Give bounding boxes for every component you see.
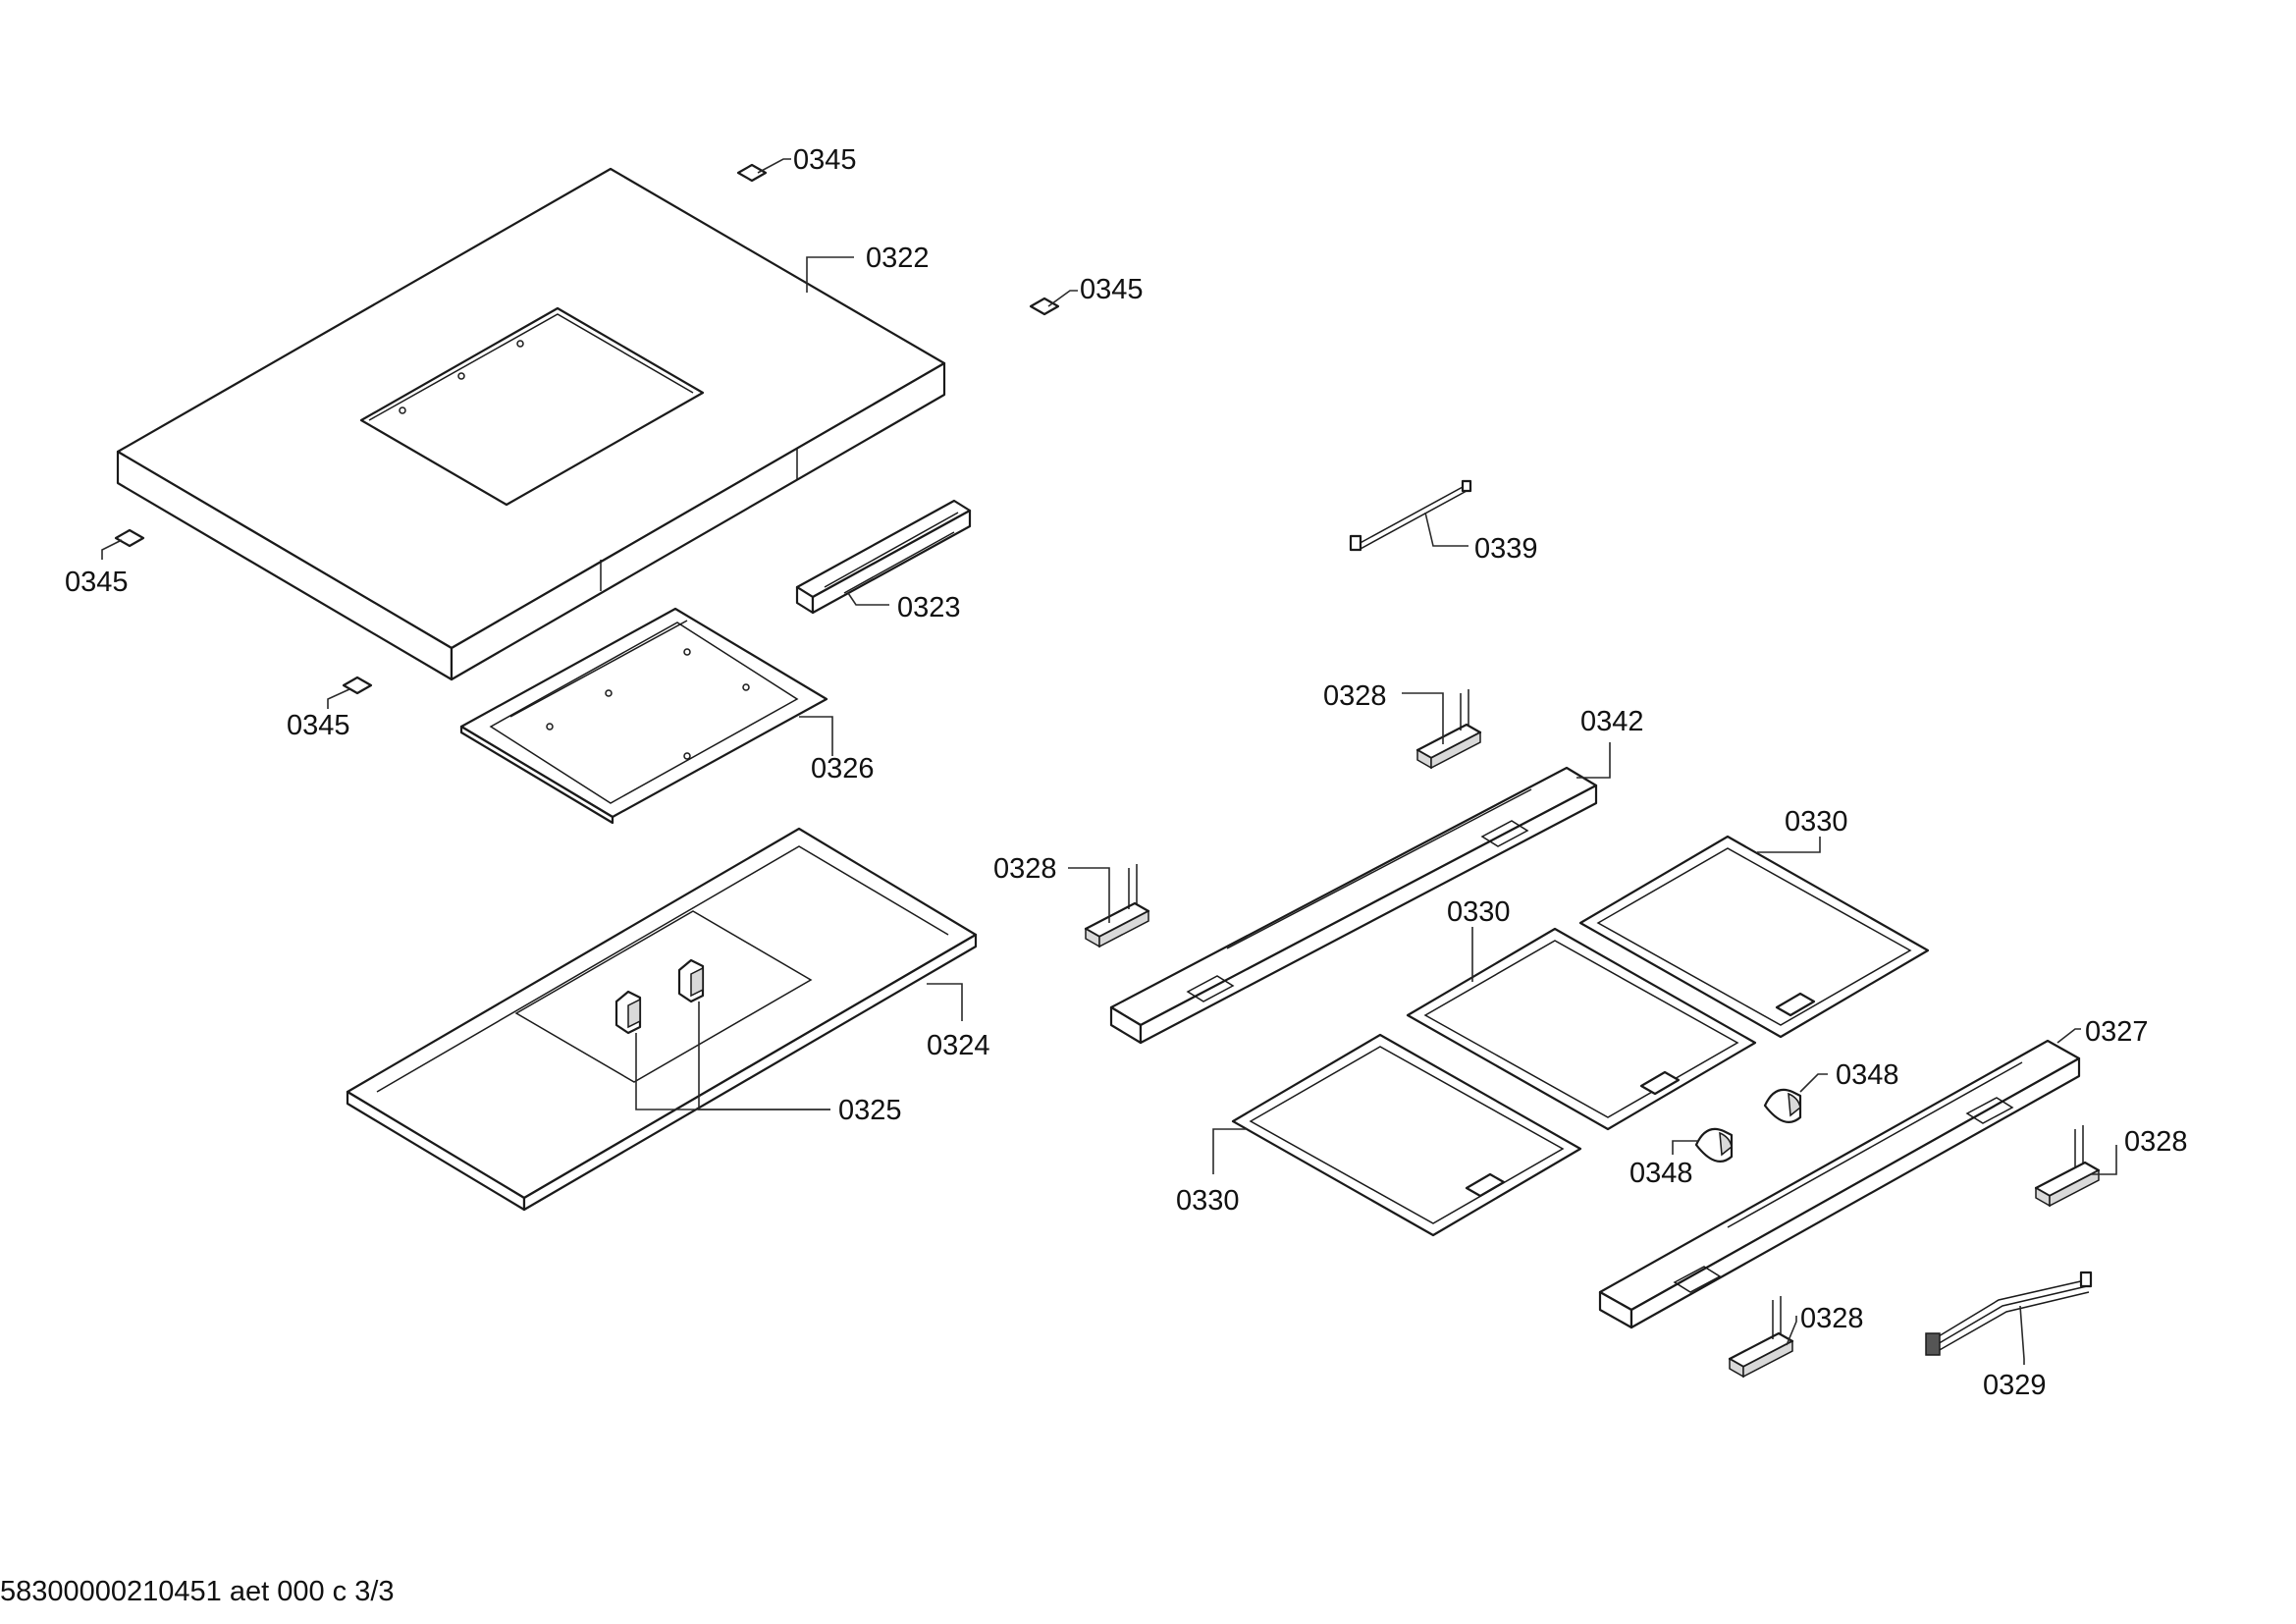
leader-0345-d bbox=[327, 688, 350, 709]
leader-0328-b bbox=[1068, 867, 1110, 923]
callout-0328-d: 0328 bbox=[1800, 1303, 1864, 1334]
part-0345-pad-b bbox=[1029, 297, 1060, 316]
part-0329-harness bbox=[1925, 1271, 2093, 1356]
callout-0328-a: 0328 bbox=[1323, 680, 1387, 712]
callout-0348-b: 0348 bbox=[1629, 1158, 1693, 1189]
callout-0345-b: 0345 bbox=[1080, 274, 1144, 305]
callout-0345-a: 0345 bbox=[793, 144, 857, 176]
part-0339-wire bbox=[1349, 479, 1472, 552]
part-0327-channel bbox=[1598, 1039, 2081, 1329]
part-0324-panel bbox=[346, 827, 978, 1212]
callout-0329: 0329 bbox=[1983, 1370, 2047, 1401]
leader-0328-c bbox=[2091, 1145, 2117, 1175]
callout-0322: 0322 bbox=[866, 243, 930, 274]
leader-0345-b bbox=[1047, 290, 1078, 307]
callout-0348-a: 0348 bbox=[1836, 1059, 1899, 1091]
callout-0323: 0323 bbox=[897, 592, 961, 623]
callout-0325: 0325 bbox=[838, 1095, 902, 1126]
callout-0345-c: 0345 bbox=[65, 567, 129, 598]
part-0322-canopy bbox=[116, 167, 946, 681]
leader-0330-c bbox=[1212, 1128, 1247, 1174]
leader-0322 bbox=[806, 256, 854, 293]
part-0328-block-b bbox=[1084, 864, 1150, 948]
leader-0345-a bbox=[757, 158, 791, 174]
callout-0330-a: 0330 bbox=[1785, 806, 1848, 838]
part-0345-pad-d bbox=[342, 676, 373, 695]
part-0328-block-d bbox=[1728, 1296, 1794, 1379]
part-0328-block-a bbox=[1415, 689, 1482, 770]
part-0323-rail bbox=[795, 499, 972, 615]
leader-0330-a bbox=[1757, 837, 1821, 853]
leader-0348-a bbox=[1799, 1073, 1828, 1093]
part-0348-clip-a bbox=[1763, 1088, 1802, 1123]
document-code: 58300000210451 aet 000 c 3/3 bbox=[0, 1576, 395, 1607]
leader-0326 bbox=[799, 716, 833, 756]
callout-0345-d: 0345 bbox=[287, 710, 350, 741]
part-0342-channel bbox=[1109, 766, 1598, 1045]
leader-0345-c bbox=[101, 539, 123, 560]
callout-0327: 0327 bbox=[2085, 1016, 2149, 1048]
callout-0330-b: 0330 bbox=[1447, 896, 1511, 928]
callout-0339: 0339 bbox=[1474, 533, 1538, 565]
part-0345-pad-c bbox=[114, 528, 145, 548]
leader-0327 bbox=[2056, 1028, 2081, 1044]
callout-0324: 0324 bbox=[927, 1030, 990, 1061]
leader-0342 bbox=[1576, 742, 1611, 779]
leader-0339 bbox=[1424, 512, 1468, 547]
part-0330-filter-c bbox=[1231, 1033, 1582, 1237]
part-0328-block-c bbox=[2034, 1125, 2101, 1208]
part-0345-pad-a bbox=[736, 163, 768, 183]
leader-0328-a bbox=[1402, 692, 1444, 744]
callout-0328-b: 0328 bbox=[993, 853, 1057, 885]
leader-0348-b bbox=[1672, 1140, 1698, 1155]
part-0330-filter-a bbox=[1578, 835, 1930, 1039]
callout-0328-c: 0328 bbox=[2124, 1126, 2188, 1158]
part-0326-frame bbox=[459, 607, 828, 825]
leader-0323 bbox=[847, 592, 889, 606]
part-0330-filter-b bbox=[1406, 927, 1757, 1131]
part-0348-clip-b bbox=[1694, 1127, 1734, 1163]
part-0325-clip-b bbox=[677, 958, 705, 1003]
callout-0330-c: 0330 bbox=[1176, 1185, 1240, 1217]
callout-0342: 0342 bbox=[1580, 706, 1644, 737]
callout-0326: 0326 bbox=[811, 753, 875, 785]
part-0325-clip-a bbox=[614, 990, 642, 1035]
leader-0324 bbox=[927, 983, 963, 1021]
leader-0325-b bbox=[698, 1001, 830, 1110]
leader-0328-d bbox=[1786, 1316, 1797, 1346]
leader-0329 bbox=[2019, 1305, 2025, 1365]
